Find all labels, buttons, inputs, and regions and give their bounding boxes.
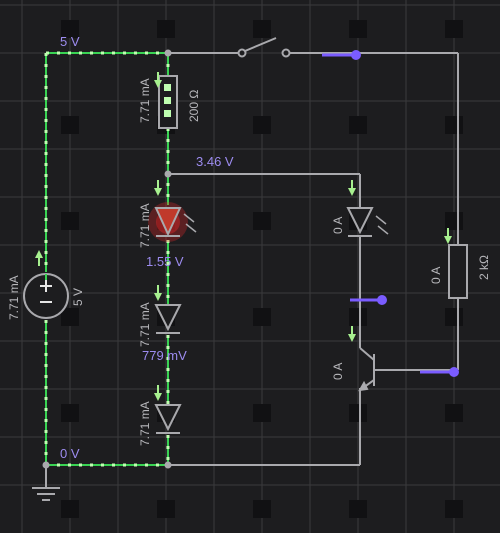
- led-lit-current: 7.71 mA: [138, 203, 152, 248]
- grid-cell: [61, 116, 79, 134]
- switch[interactable]: [237, 37, 291, 58]
- ground-icon: [32, 487, 60, 501]
- diode-2[interactable]: [154, 404, 182, 434]
- resistor-2k-ohm[interactable]: [448, 244, 468, 299]
- resistor-top-value: 200 Ω: [187, 90, 201, 122]
- node-voltage-led: 1.55 V: [146, 254, 184, 269]
- grid-cell: [445, 308, 463, 326]
- grid-cell: [445, 212, 463, 230]
- diode-1[interactable]: [154, 304, 182, 334]
- grid-cell: [253, 404, 271, 422]
- voltage-probes[interactable]: [322, 50, 459, 377]
- grid-cell: [253, 500, 271, 518]
- source-current: 7.71 mA: [7, 275, 21, 320]
- grid-cell: [157, 500, 175, 518]
- current-dots: [44, 51, 170, 467]
- node-voltage-ground: 0 V: [60, 446, 80, 461]
- transistor-current: 0 A: [331, 363, 345, 380]
- resistor-200-ohm[interactable]: [158, 75, 178, 129]
- grid-cell: [349, 20, 367, 38]
- grid-cell: [253, 308, 271, 326]
- grid-cell: [253, 20, 271, 38]
- grid-cell: [253, 212, 271, 230]
- grid-cell: [349, 404, 367, 422]
- current-arrows: [35, 72, 452, 401]
- grid-cell: [61, 404, 79, 422]
- grid-cell: [349, 500, 367, 518]
- grid-cell: [61, 20, 79, 38]
- grid-cell: [349, 308, 367, 326]
- grid-cell: [61, 500, 79, 518]
- diode-2-current: 7.71 mA: [138, 401, 152, 446]
- node-voltage-mid: 3.46 V: [196, 154, 234, 169]
- junction-dots: [42, 49, 172, 469]
- grid-cell: [61, 308, 79, 326]
- grid-cell: [157, 20, 175, 38]
- npn-transistor[interactable]: [358, 347, 382, 392]
- led-off-current: 0 A: [331, 217, 345, 234]
- grid-cell: [445, 500, 463, 518]
- grid-cell: [349, 116, 367, 134]
- led-off[interactable]: [346, 207, 389, 237]
- grid-cell: [253, 116, 271, 134]
- source-voltage: 5 V: [71, 288, 85, 306]
- grid-cell: [61, 212, 79, 230]
- grid-cell: [445, 20, 463, 38]
- resistor-right-value: 2 kΩ: [477, 255, 491, 280]
- diode-1-current: 7.71 mA: [138, 302, 152, 347]
- resistor-top-current: 7.71 mA: [138, 78, 152, 123]
- led-lit[interactable]: [148, 202, 197, 242]
- dc-voltage-source[interactable]: [23, 273, 69, 319]
- wires: [45, 52, 459, 488]
- node-voltage-diode: 779 mV: [142, 348, 187, 363]
- grid-cell: [445, 116, 463, 134]
- resistor-right-current: 0 A: [429, 267, 443, 284]
- node-voltage-top: 5 V: [60, 34, 80, 49]
- grid-cell: [445, 404, 463, 422]
